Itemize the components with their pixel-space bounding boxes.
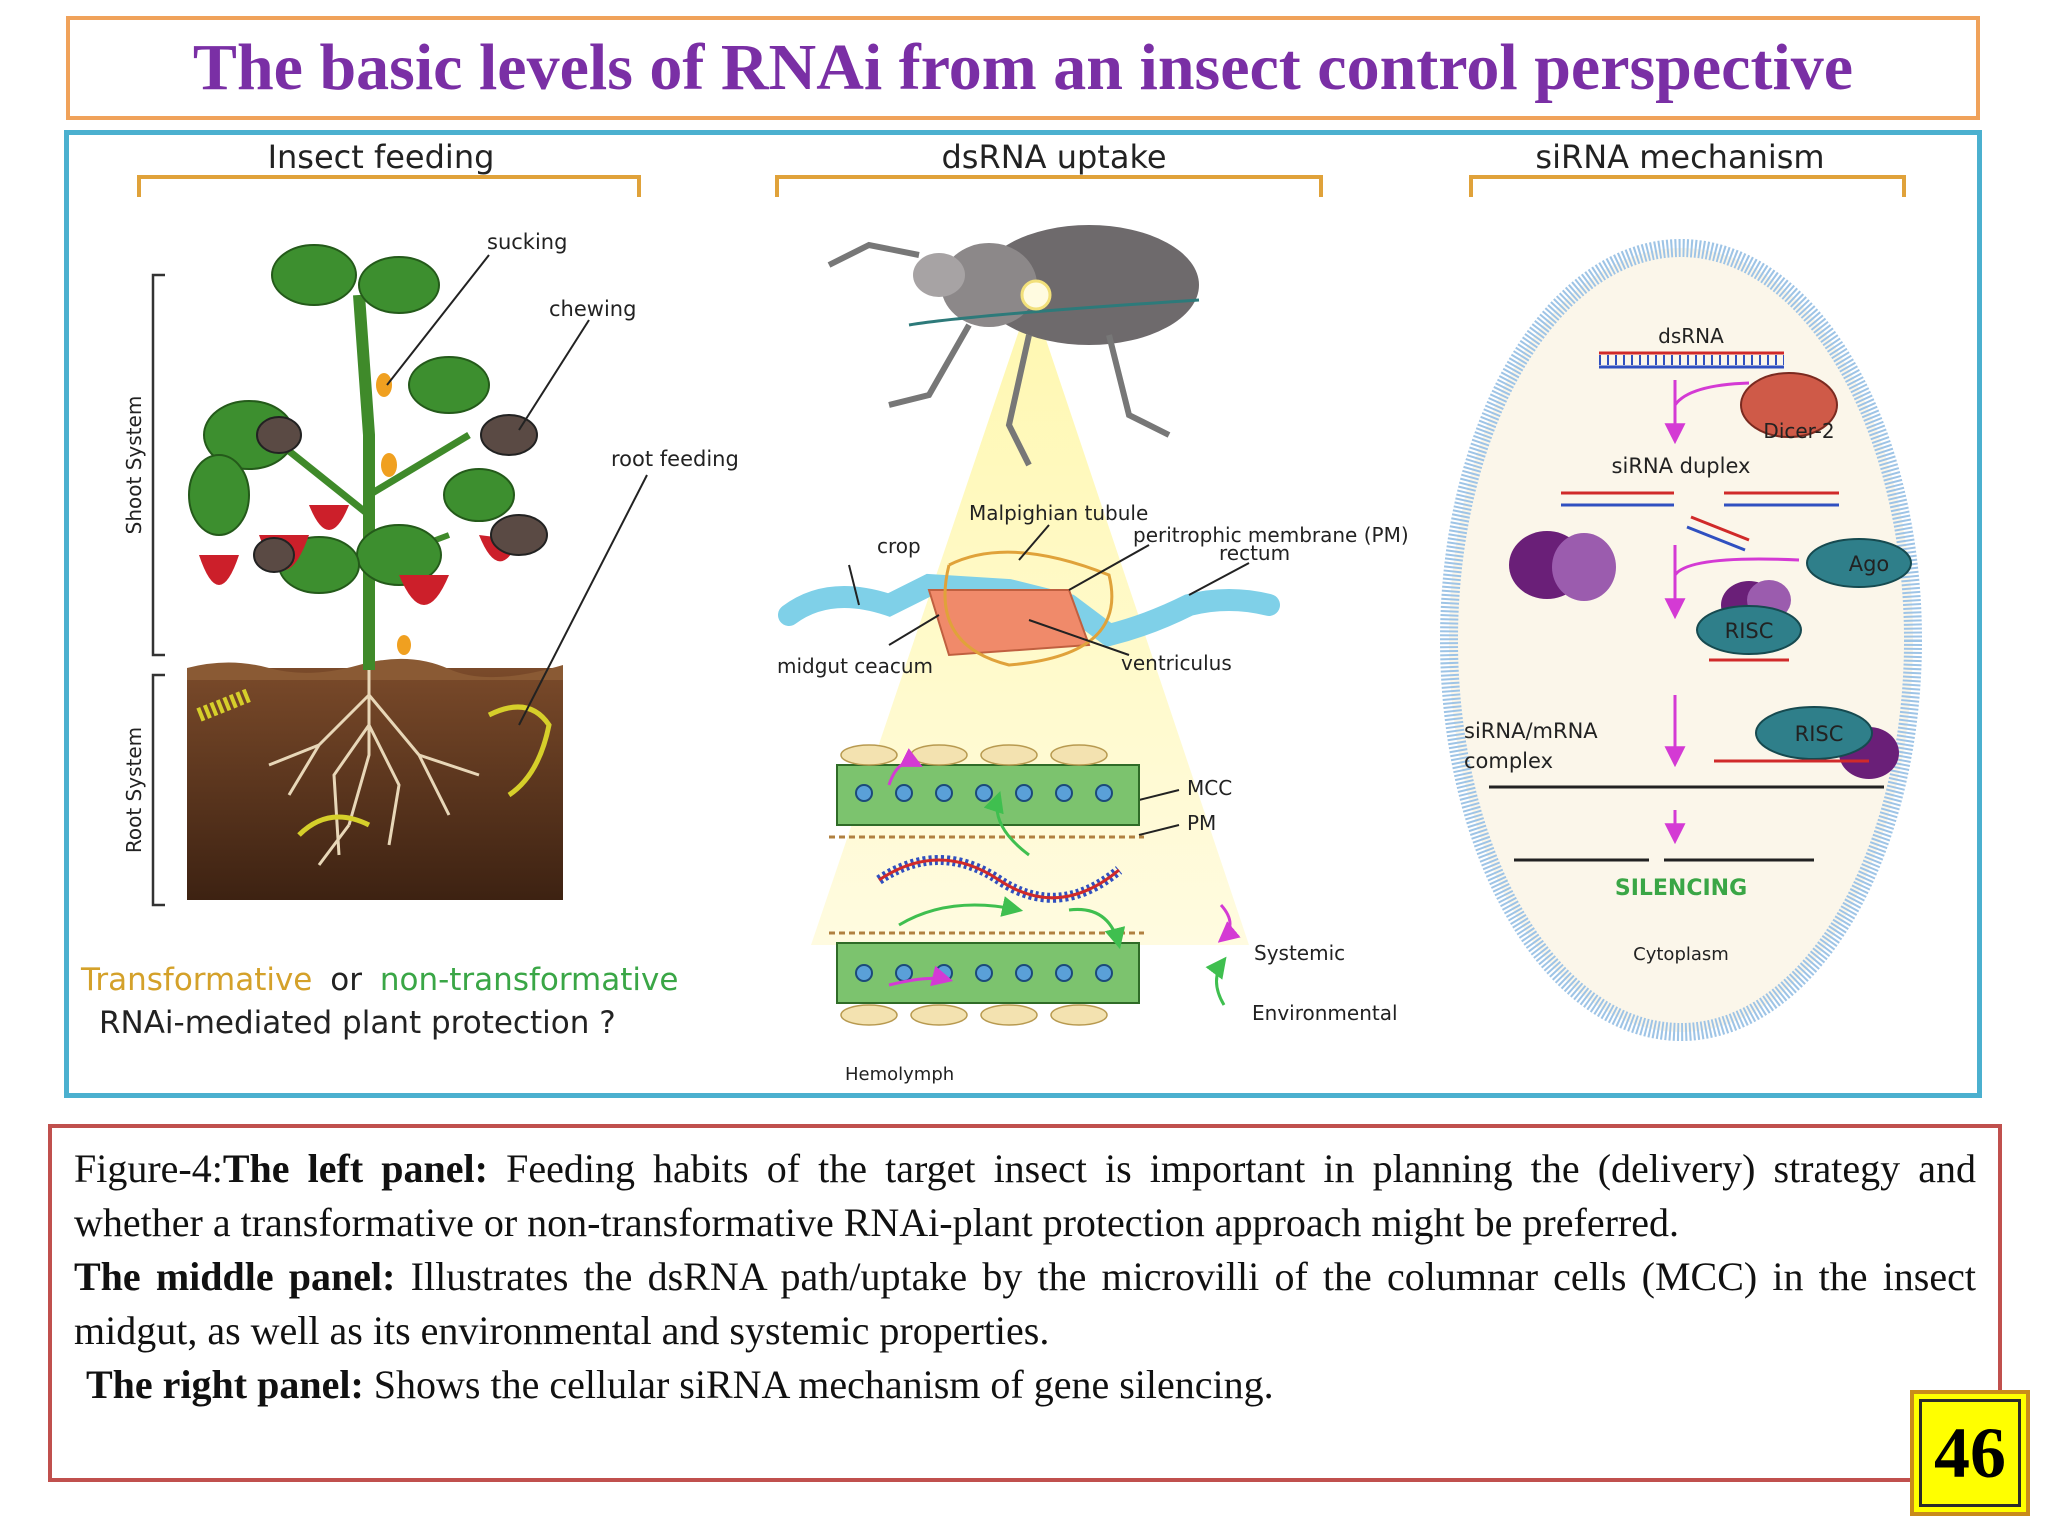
dicer-protein: Dicer-2 (1740, 372, 1838, 443)
leaves (188, 244, 515, 594)
malpighian-label: Malpighian tubule (969, 501, 1148, 525)
sirna-duplex-label: siRNA duplex (1612, 454, 1751, 478)
pm-full-label: peritrophic membrane (PM) (1133, 523, 1409, 547)
gut-tube (778, 573, 1280, 647)
bracket-left (137, 175, 641, 197)
caption-middle-text: Illustrates the dsRNA path/uptake by the… (74, 1254, 1976, 1353)
epithelium-bottom (829, 931, 1144, 1026)
caption-paragraph-middle: The middle panel: Illustrates the dsRNA … (74, 1250, 1976, 1358)
uptake-illustration: Malpighian tubule peritrophic membrane (… (777, 225, 1409, 1085)
bracket-right (1469, 175, 1906, 197)
sirna-illustration: dsRNA Dicer-2 siRNA duplex Ago (1440, 239, 1922, 1041)
ago-label: Ago (1849, 552, 1890, 576)
or-word: or (330, 962, 362, 998)
chewing-label: chewing (549, 297, 636, 321)
caption-box: Figure-4:The left panel: Feeding habits … (48, 1124, 2002, 1482)
caption-paragraph-right: The right panel: Shows the cellular siRN… (74, 1358, 1976, 1412)
sucking-label: sucking (487, 230, 567, 254)
caption-prefix: Figure-4: (74, 1146, 223, 1191)
complex-label-2: complex (1464, 749, 1553, 773)
silencing-label: SILENCING (1615, 876, 1747, 901)
aphids (376, 373, 411, 655)
caption-right-text: Shows the cellular siRNA mechanism of ge… (363, 1362, 1274, 1407)
roots (268, 670, 480, 866)
soil (187, 668, 563, 900)
epithelium-top (829, 744, 1144, 839)
dsrna-duplex-top (1599, 351, 1784, 369)
rectum-label: rectum (1219, 541, 1290, 565)
purple-protein (1509, 531, 1616, 601)
shoot-system-label: Shoot System (122, 396, 146, 535)
page-number-badge: 46 (1910, 1390, 2030, 1516)
cytoplasm-label: Cytoplasm (1633, 944, 1729, 965)
question-line1: Transformative or non-transformative (80, 962, 678, 998)
environmental-label: Environmental (1252, 1001, 1398, 1025)
hemolymph-label: Hemolymph (845, 1064, 954, 1085)
page-title: The basic levels of RNAi from an insect … (192, 31, 1854, 104)
caption-middle-heading: The middle panel: (74, 1254, 396, 1299)
caption-left-heading: The left panel: (222, 1146, 488, 1191)
beetle-body (979, 225, 1199, 345)
header-insect-feeding: Insect feeding (268, 138, 495, 176)
crop-label: crop (877, 534, 921, 558)
complex-label-1: siRNA/mRNA (1464, 719, 1598, 743)
midgut (927, 589, 1091, 657)
non-transformative-word: non-transformative (380, 962, 679, 998)
page-number: 46 (1934, 1412, 2006, 1493)
ago-protein: Ago (1806, 538, 1912, 588)
title-box: The basic levels of RNAi from an insect … (66, 16, 1980, 120)
risc-complex-1: RISC (1696, 580, 1802, 662)
figure-panel: Insect feeding dsRNA uptake siRNA mechan… (64, 130, 1982, 1098)
header-dsrna-uptake: dsRNA uptake (941, 138, 1166, 176)
transformative-word: Transformative (80, 962, 312, 998)
question-line2: RNAi-mediated plant protection ? (99, 1005, 616, 1041)
risc-label-2: RISC (1795, 722, 1844, 746)
ventriculus-label: ventriculus (1121, 651, 1232, 675)
callout-lines (386, 254, 648, 726)
pm-label: PM (1187, 811, 1216, 835)
dsrna-label: dsRNA (1658, 324, 1724, 348)
root-system-label: Root System (122, 727, 146, 853)
plant-illustration: Shoot System Root System (122, 230, 739, 907)
caption-right-heading: The right panel: (86, 1362, 364, 1407)
bracket-middle (775, 175, 1323, 197)
caption-paragraph-left: Figure-4:The left panel: Feeding habits … (74, 1142, 1976, 1250)
dicer-label: Dicer-2 (1763, 419, 1834, 443)
mcc-label: MCC (1187, 776, 1232, 800)
cell (1440, 239, 1922, 1041)
figure-diagram: Insect feeding dsRNA uptake siRNA mechan… (80, 138, 1922, 1085)
root-feeding-label: root feeding (611, 447, 739, 471)
risc-label-1: RISC (1725, 619, 1774, 643)
midgut-ceacum-label: midgut ceacum (777, 654, 933, 678)
systemic-label: Systemic (1254, 941, 1345, 965)
header-sirna-mechanism: siRNA mechanism (1535, 138, 1824, 176)
risc-complex-2: RISC (1714, 706, 1899, 779)
caption-left-text: Feeding habits of the target insect is i… (74, 1146, 1976, 1245)
